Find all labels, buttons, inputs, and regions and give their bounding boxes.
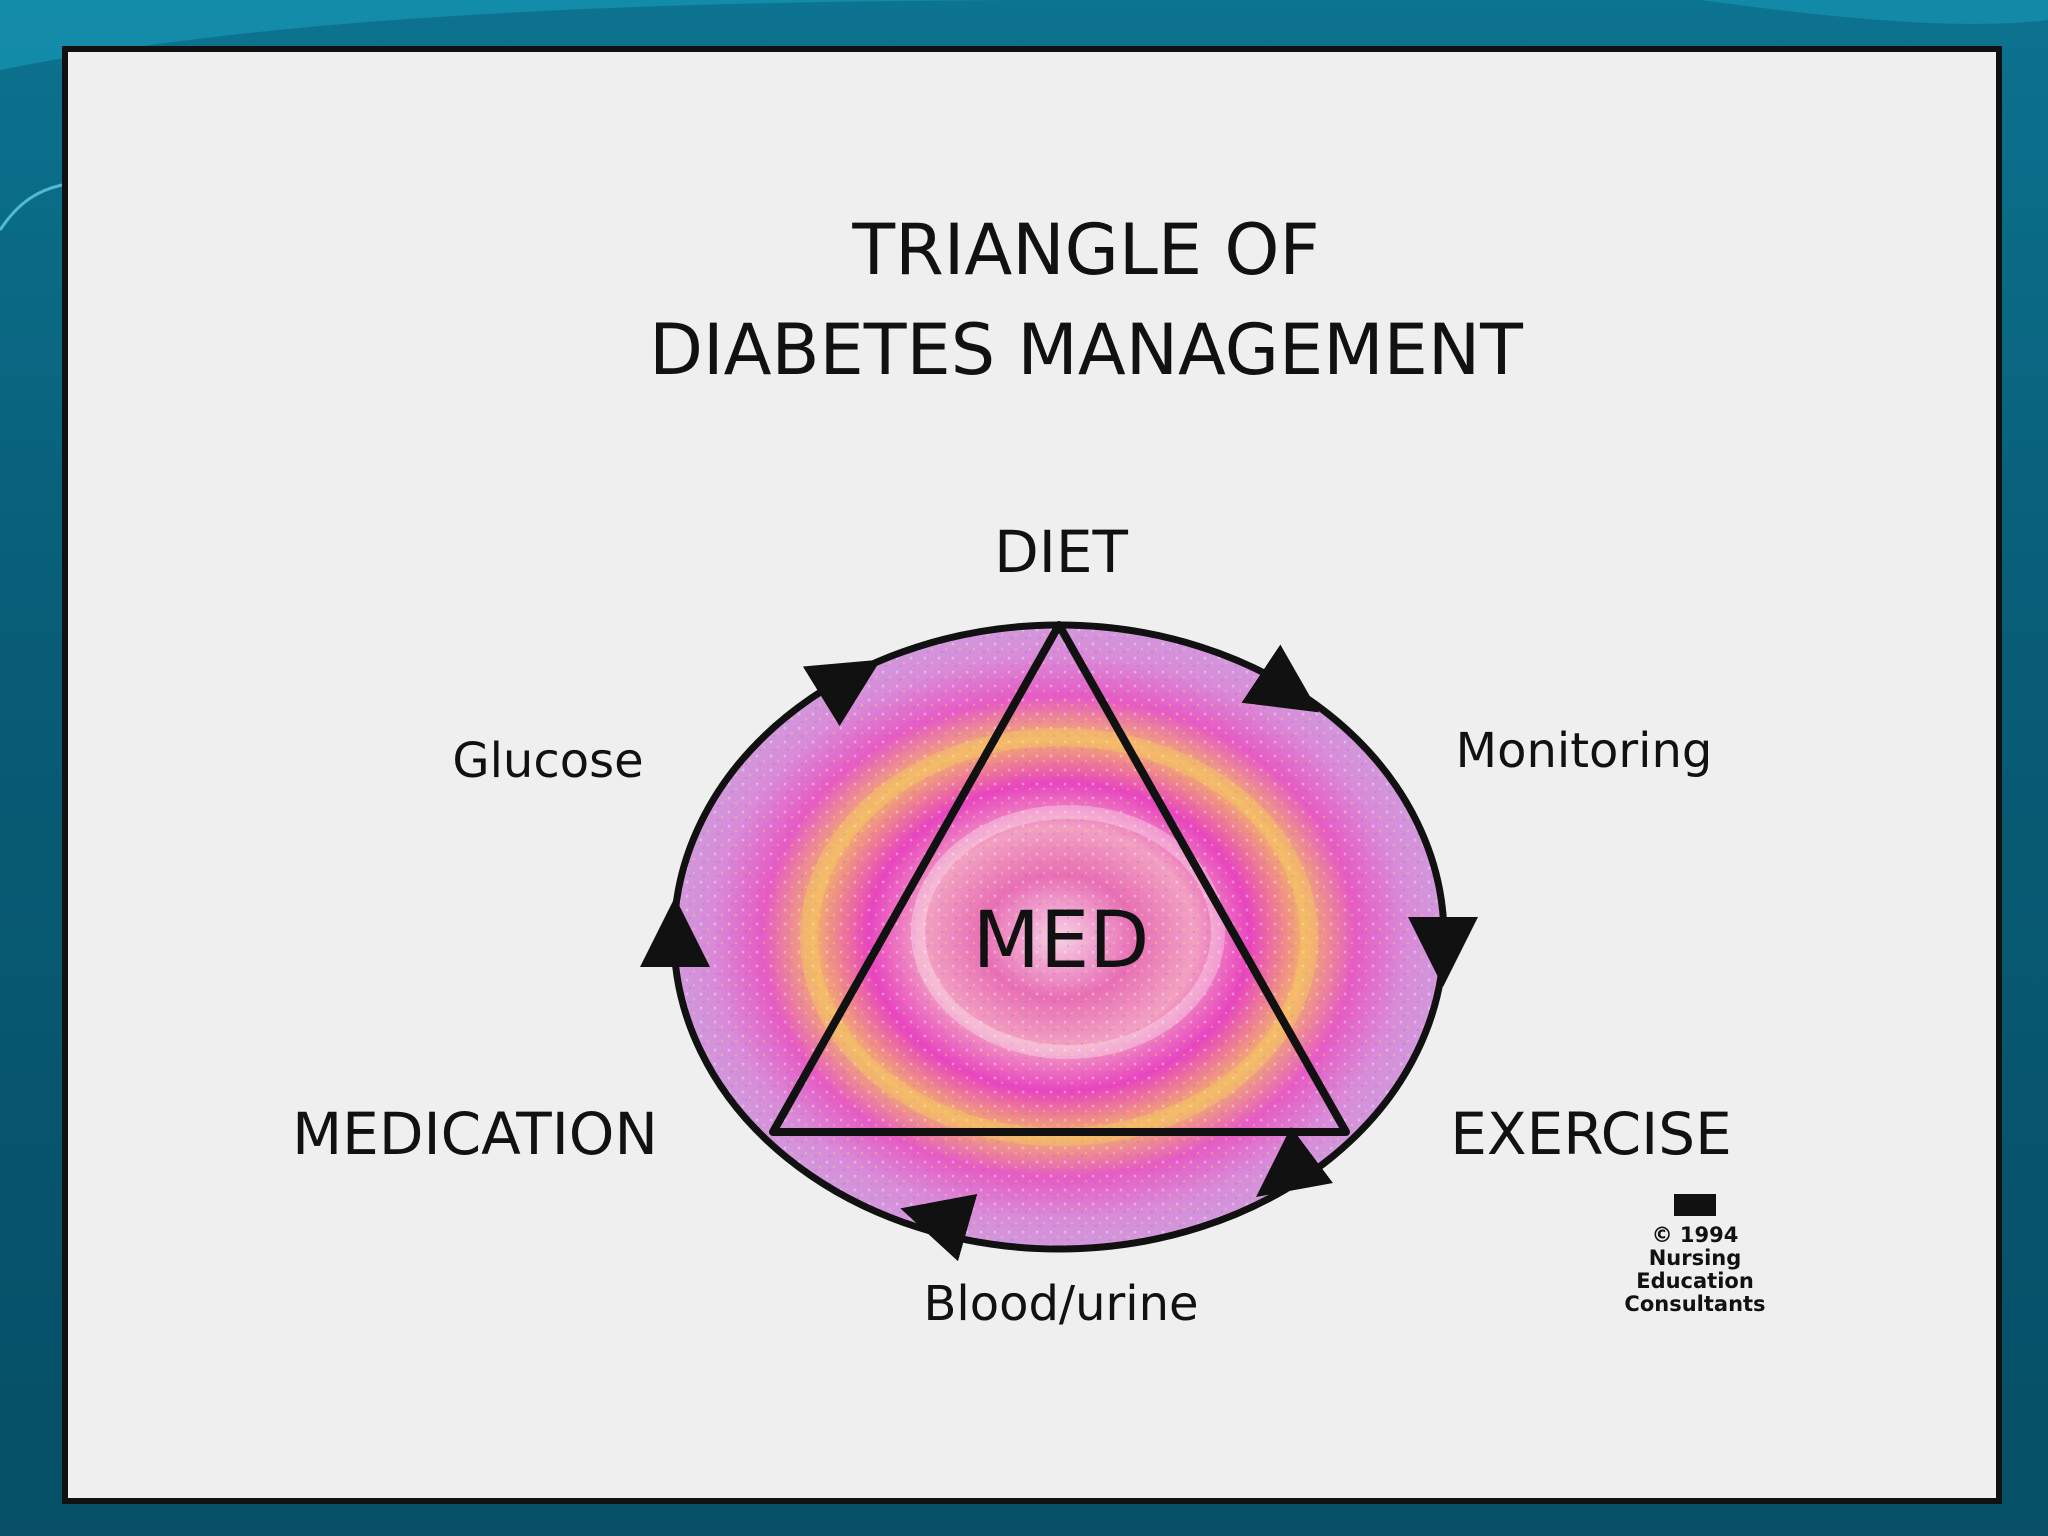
title-line-2: DIABETES MANAGEMENT xyxy=(649,309,1523,391)
copyright-line-3: Education xyxy=(1636,1269,1754,1293)
arc-label-monitoring: Monitoring xyxy=(1456,723,1713,779)
arc-label-blood-urine: Blood/urine xyxy=(923,1276,1198,1332)
vertex-label-medication: MEDICATION xyxy=(292,1100,658,1168)
copyright-line-4: Consultants xyxy=(1624,1292,1765,1316)
copyright-line-2: Nursing xyxy=(1649,1246,1742,1270)
slide: TRIANGLE OF DIABETES MANAGEMENT MED DIET… xyxy=(62,46,2002,1504)
management-triangle xyxy=(769,621,1350,1136)
cycle-ellipse-speckle xyxy=(674,625,1444,1249)
cycle-ellipse-swirl-ring-1 xyxy=(800,728,1318,1146)
diabetes-triangle-diagram: TRIANGLE OF DIABETES MANAGEMENT MED DIET… xyxy=(292,209,1765,1332)
title-line-1: TRIANGLE OF xyxy=(851,209,1319,291)
copyright-line-1: © 1994 xyxy=(1652,1223,1739,1247)
cycle-arrow-lower-right xyxy=(1256,1127,1333,1197)
publisher-logo-icon xyxy=(1674,1194,1716,1216)
background-swoosh xyxy=(0,0,2048,231)
vertex-label-diet: DIET xyxy=(994,518,1128,586)
vertex-label-exercise: EXERCISE xyxy=(1450,1100,1732,1168)
arc-label-glucose: Glucose xyxy=(452,733,643,789)
center-label: MED xyxy=(973,896,1150,986)
cycle-arrow-bottom xyxy=(900,1193,978,1262)
cycle-arrow-upper-right xyxy=(1241,644,1320,713)
cycle-arrow-upper-left xyxy=(802,659,881,727)
cycle-ellipse-swirl-ring-2 xyxy=(911,805,1225,1059)
